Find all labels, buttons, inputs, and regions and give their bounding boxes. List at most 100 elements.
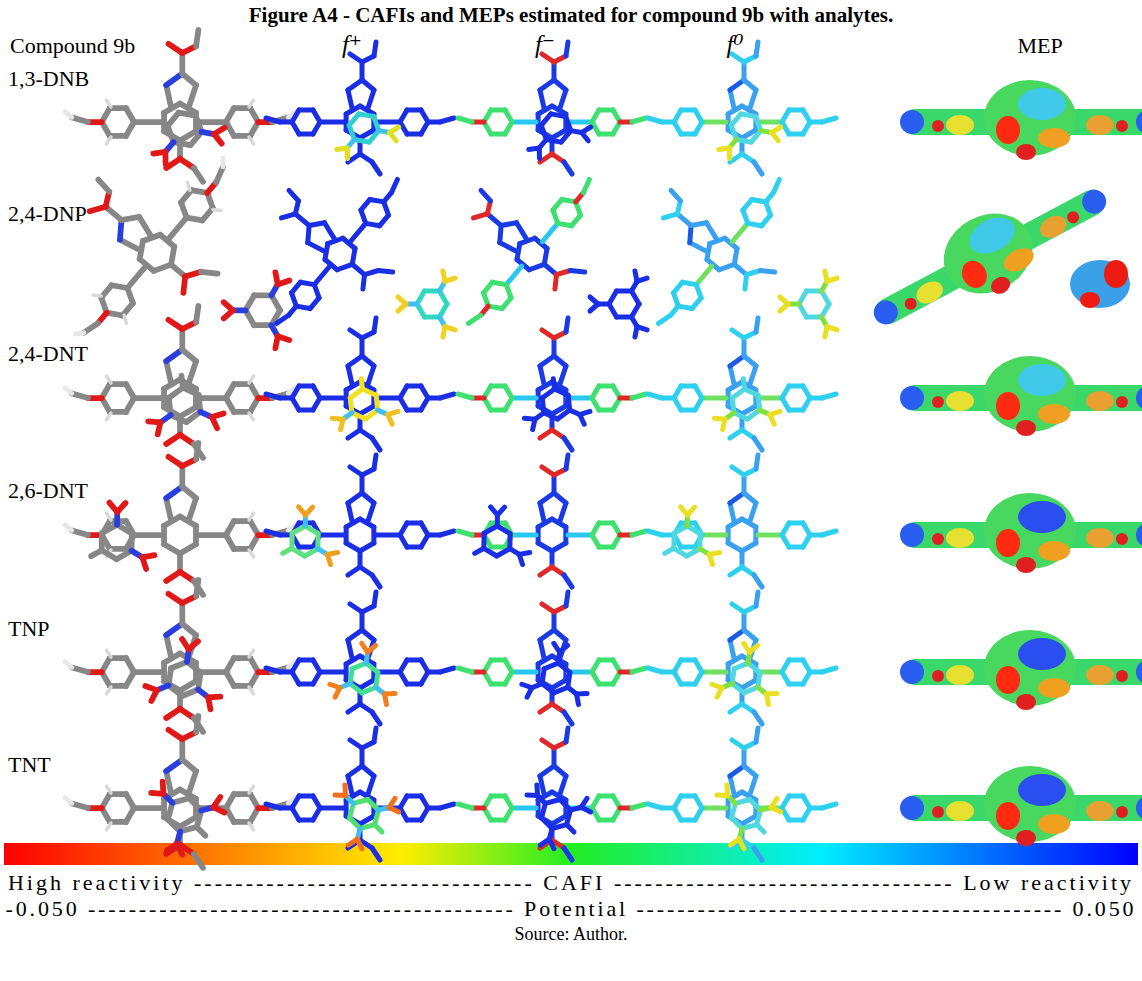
hydrogen: [106, 513, 111, 520]
hydrogen: [249, 650, 254, 657]
mep-patch: [996, 392, 1020, 420]
mep-patch: [1086, 115, 1114, 135]
hydrogen: [106, 650, 111, 657]
bond: [368, 776, 374, 794]
bond: [208, 694, 220, 700]
bond: [166, 487, 182, 499]
bond: [179, 739, 185, 760]
mep-patch: [1038, 541, 1070, 561]
bond: [348, 80, 362, 90]
bond: [376, 533, 398, 538]
bond: [757, 825, 764, 832]
bond: [154, 259, 171, 277]
bond: [590, 304, 598, 311]
bond: [730, 80, 744, 90]
mep-patch: [1016, 694, 1036, 710]
bond: [513, 223, 531, 239]
bond: [501, 216, 516, 232]
bond: [301, 277, 315, 290]
molecule: [410, 131, 647, 360]
column-header: Compound 9b: [10, 33, 135, 58]
hydrogen: [106, 376, 111, 383]
bond: [514, 670, 536, 675]
mep-patch: [932, 120, 944, 132]
bond: [189, 85, 196, 106]
hydrogen: [65, 112, 72, 118]
bond: [281, 209, 295, 223]
bond: [213, 167, 227, 182]
bond: [754, 848, 762, 860]
bond: [224, 310, 233, 318]
bond: [106, 207, 122, 220]
bond: [90, 201, 106, 217]
mep-end: [900, 386, 924, 410]
mep-patch: [1086, 801, 1114, 821]
bond: [348, 640, 352, 658]
bond: [126, 108, 134, 122]
bond: [742, 62, 747, 80]
molecule: [65, 306, 295, 458]
bond: [730, 356, 744, 366]
mep-core: [984, 80, 1076, 156]
bond: [295, 214, 309, 226]
mep-patch: [932, 670, 944, 682]
bond: [682, 225, 699, 242]
bond: [376, 120, 398, 125]
row-label: 2,4-DNP: [8, 201, 87, 226]
mep-patch: [1086, 391, 1114, 411]
bond: [560, 366, 566, 384]
mep-end: [870, 296, 902, 328]
bond: [540, 776, 544, 794]
bond: [376, 396, 398, 401]
hydrogen: [213, 206, 221, 214]
bond: [372, 162, 380, 174]
bond: [166, 635, 171, 656]
bond: [540, 366, 544, 384]
bond: [345, 148, 350, 159]
bond: [360, 475, 365, 493]
bond: [374, 318, 376, 332]
bond: [360, 62, 365, 80]
bond: [695, 660, 702, 672]
mep-patch: [1065, 209, 1081, 225]
bond: [730, 503, 734, 521]
bond: [537, 148, 542, 159]
bond: [704, 670, 726, 675]
mep-end: [1078, 185, 1110, 217]
bond: [728, 249, 743, 265]
bond: [568, 533, 590, 538]
bond: [730, 366, 734, 384]
molecule: [266, 42, 454, 174]
bond: [549, 839, 554, 849]
row-label: 1,3-DNB: [8, 66, 89, 91]
bond: [695, 110, 702, 122]
bond: [266, 118, 280, 122]
bond: [313, 110, 320, 122]
bond: [309, 216, 324, 232]
bond: [214, 128, 224, 134]
bond: [742, 475, 747, 493]
bond: [756, 728, 758, 742]
bond: [111, 220, 130, 240]
bond: [723, 419, 725, 429]
bond: [166, 74, 182, 85]
mep-patch: [946, 115, 974, 135]
bond: [458, 668, 472, 672]
molecule: [458, 455, 646, 587]
hydrogen: [106, 823, 111, 830]
hydrogen: [106, 687, 111, 694]
bond: [527, 688, 532, 697]
bond: [742, 612, 747, 630]
mep-patch: [932, 806, 944, 818]
bond: [514, 120, 536, 125]
bond: [384, 691, 395, 697]
bond: [356, 210, 370, 223]
mep-patch: [1116, 806, 1128, 818]
bond: [348, 493, 362, 503]
bond: [196, 30, 198, 46]
hydrogen: [106, 413, 111, 420]
bond: [313, 796, 320, 808]
bond: [542, 225, 556, 242]
bond: [313, 660, 320, 672]
mep-end: [900, 523, 924, 547]
